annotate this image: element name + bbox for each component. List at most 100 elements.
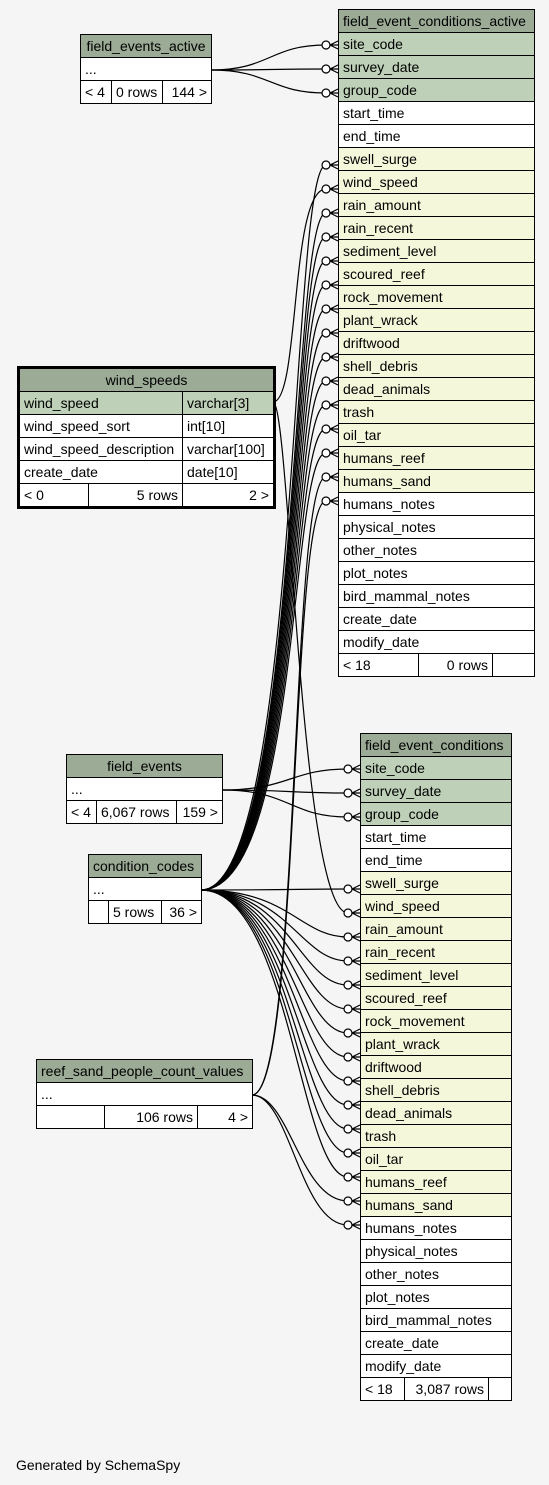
parents-count: < 18 xyxy=(360,1377,405,1401)
crows-foot-icon xyxy=(321,472,339,482)
parents-count xyxy=(36,1105,105,1129)
edge-condition-codes xyxy=(200,888,349,891)
column-name: rock_movement xyxy=(338,285,535,309)
crows-foot-icon xyxy=(321,40,339,50)
table-title[interactable]: reef_sand_people_count_values xyxy=(35,1059,254,1083)
table-title[interactable]: wind_speeds xyxy=(17,367,276,392)
table-title[interactable]: condition_codes xyxy=(87,854,203,878)
column-name: group_code xyxy=(338,78,535,102)
crows-foot-icon xyxy=(321,352,339,362)
row-count: 6,067 rows xyxy=(96,800,177,824)
table-reef-sand-people-count-values[interactable]: reef_sand_people_count_values ... 106 ro… xyxy=(35,1059,254,1129)
edge-condition-codes xyxy=(200,452,327,891)
column-name: oil_tar xyxy=(338,423,535,447)
crows-foot-icon xyxy=(321,376,339,386)
column-name: survey_date xyxy=(338,55,535,79)
column-name: sediment_level xyxy=(359,963,513,987)
column-name: plant_wrack xyxy=(359,1032,513,1056)
crows-foot-icon xyxy=(343,788,361,798)
table-ellipsis: ... xyxy=(35,1082,254,1106)
children-count xyxy=(487,1377,513,1401)
children-count: 2 > xyxy=(181,483,276,508)
column-name: trash xyxy=(359,1124,513,1148)
table-title[interactable]: field_events_active xyxy=(79,34,213,58)
crows-foot-icon xyxy=(321,304,339,314)
table-wind-speeds[interactable]: wind_speeds wind_speed varchar[3] wind_s… xyxy=(17,366,277,509)
edge-condition-codes xyxy=(200,889,349,986)
column-name: dead_animals xyxy=(338,377,535,401)
table-title[interactable]: field_event_conditions_active xyxy=(338,9,535,33)
column-name: rain_amount xyxy=(338,193,535,217)
crows-foot-icon xyxy=(343,1100,361,1110)
edge-condition-codes xyxy=(200,889,349,962)
crows-foot-icon xyxy=(343,1028,361,1038)
edge-condition-codes xyxy=(200,889,349,1130)
column-name: modify_date xyxy=(359,1354,513,1378)
children-count: 36 > xyxy=(160,900,203,924)
crows-foot-icon xyxy=(343,764,361,774)
edge-condition-codes xyxy=(200,380,327,891)
column-name: driftwood xyxy=(338,331,535,355)
column-name: modify_date xyxy=(338,630,535,654)
table-title[interactable]: field_events xyxy=(66,754,223,778)
crows-foot-icon xyxy=(321,64,339,74)
children-count xyxy=(492,653,535,677)
crows-foot-icon xyxy=(343,812,361,822)
column-name: driftwood xyxy=(359,1055,513,1079)
column-name: start_time xyxy=(338,101,535,125)
column-name: humans_sand xyxy=(359,1193,513,1217)
parents-count: < 0 xyxy=(18,483,89,508)
crows-foot-icon xyxy=(343,1004,361,1014)
crows-foot-icon xyxy=(343,1076,361,1086)
parents-count: < 18 xyxy=(338,653,419,677)
edge-condition-codes xyxy=(200,889,349,1106)
column-type: varchar[100] xyxy=(181,437,276,461)
edge-condition-codes xyxy=(200,889,349,1178)
table-field-events[interactable]: field_events ... < 4 6,067 rows 159 > xyxy=(66,754,223,824)
table-field-events-active[interactable]: field_events_active ... < 4 0 rows 144 > xyxy=(79,34,213,104)
column-name: end_time xyxy=(338,124,535,148)
row-count: 106 rows xyxy=(104,1105,198,1129)
crows-foot-icon xyxy=(343,1172,361,1182)
column-name: other_notes xyxy=(359,1262,513,1286)
crows-foot-icon xyxy=(343,1148,361,1158)
column-name: swell_surge xyxy=(338,147,535,171)
column-name: scoured_reef xyxy=(359,986,513,1010)
crows-foot-icon xyxy=(321,400,339,410)
crows-foot-icon xyxy=(343,1052,361,1062)
column-name: survey_date xyxy=(359,779,513,803)
crows-foot-icon xyxy=(343,980,361,990)
column-name: site_code xyxy=(359,756,513,780)
edge-condition-codes xyxy=(200,404,327,891)
column-type: date[10] xyxy=(181,460,276,484)
column-name: wind_speed xyxy=(359,894,513,918)
column-name: humans_sand xyxy=(338,469,535,493)
column-name: swell_surge xyxy=(359,871,513,895)
crows-foot-icon xyxy=(343,1124,361,1134)
parents-count: < 4 xyxy=(80,80,112,104)
column-name: bird_mammal_notes xyxy=(359,1308,513,1332)
column-name: rain_recent xyxy=(338,216,535,240)
table-title[interactable]: field_event_conditions xyxy=(359,733,513,757)
edge-condition-codes xyxy=(200,164,327,891)
crows-foot-icon xyxy=(321,496,339,506)
column-name: humans_notes xyxy=(359,1216,513,1240)
row-count: 3,087 rows xyxy=(404,1377,489,1401)
generated-by-note: Generated by SchemaSpy xyxy=(16,1457,181,1473)
edge-condition-codes xyxy=(200,889,349,1082)
column-name: group_code xyxy=(359,802,513,826)
edge-field-events xyxy=(221,789,349,794)
column-name: other_notes xyxy=(338,538,535,562)
row-count: 5 rows xyxy=(88,483,183,508)
column-name: plot_notes xyxy=(338,561,535,585)
column-name: dead_animals xyxy=(359,1101,513,1125)
column-name: scoured_reef xyxy=(338,262,535,286)
edge-field-events-active xyxy=(210,69,327,94)
column-type: int[10] xyxy=(181,414,276,438)
crows-foot-icon xyxy=(343,884,361,894)
column-name: site_code xyxy=(338,32,535,56)
children-count: 159 > xyxy=(176,800,223,824)
table-condition-codes[interactable]: condition_codes ... 5 rows 36 > xyxy=(87,854,203,924)
